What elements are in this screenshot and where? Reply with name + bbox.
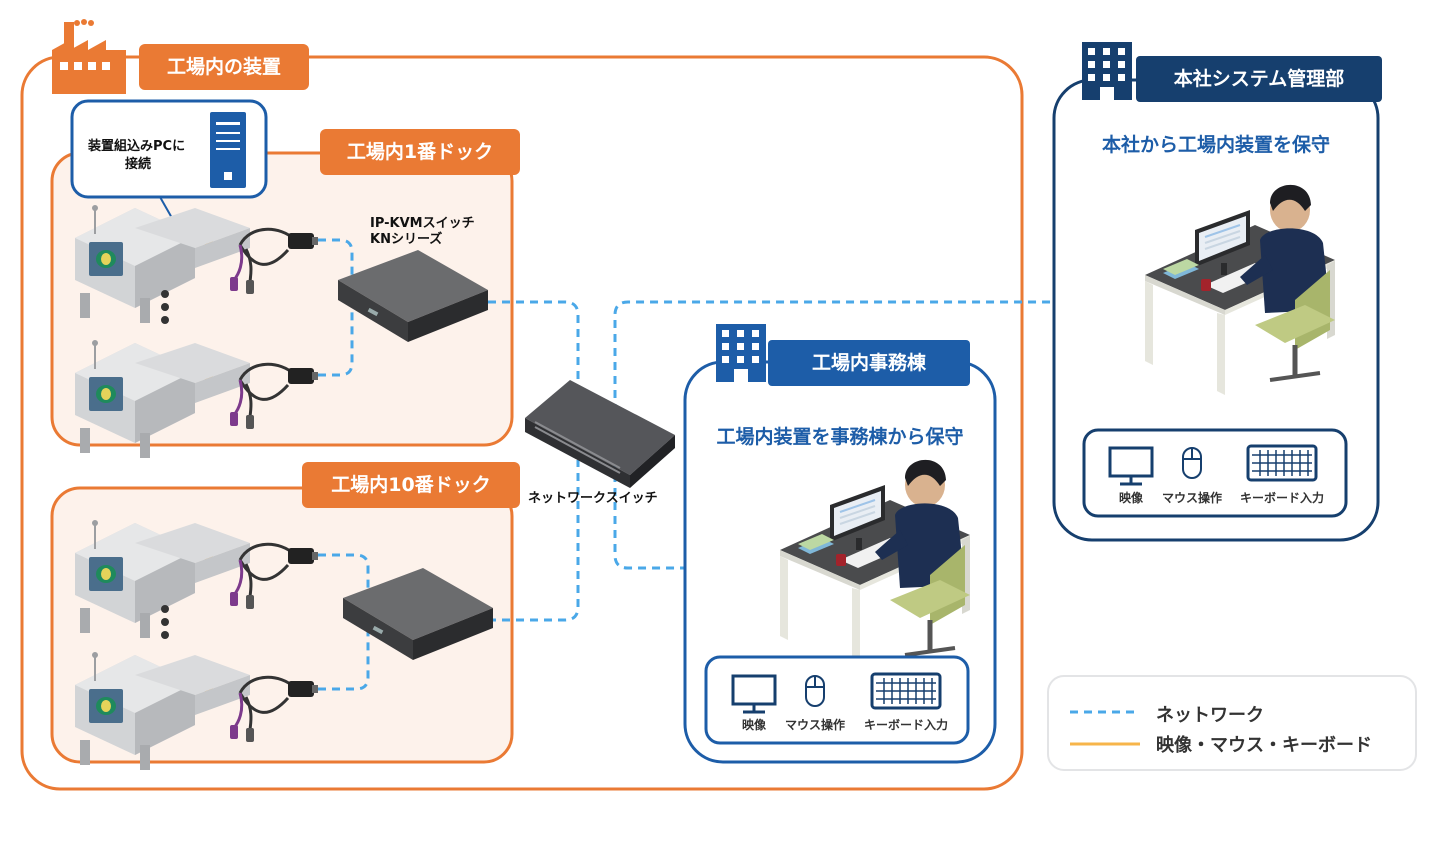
legend-network-label: ネットワーク [1156, 705, 1264, 726]
office-caption: 工場内装置を事務棟から保守 [716, 426, 964, 448]
mouse-icon [1182, 447, 1202, 479]
kvm-label-line2: KNシリーズ [370, 232, 443, 247]
network-switch-device [525, 380, 675, 488]
pc-callout-text-line1: 装置組込みPCに [88, 139, 186, 154]
hq-io-keyboard: キーボード入力 [1239, 491, 1324, 505]
hq-title: 本社システム管理部 [1136, 56, 1382, 102]
office-building-icon [716, 324, 766, 382]
hq-building-icon [1082, 42, 1132, 100]
office-io-keyboard: キーボード入力 [863, 718, 948, 732]
dock10-title: 工場内10番ドック [302, 462, 520, 508]
factory-icon [52, 19, 126, 94]
mouse-icon [805, 675, 825, 707]
office-title: 工場内事務棟 [768, 340, 970, 386]
legend-box [1047, 675, 1417, 771]
hq-io-mouse: マウス操作 [1161, 491, 1222, 505]
network-switch-label: ネットワークスイッチ [528, 491, 658, 506]
keyboard-icon [1246, 444, 1318, 482]
kvm-label-line1: IP-KVMスイッチ [370, 216, 475, 231]
office-io-video: 映像 [741, 718, 766, 732]
pc-tower-icon [210, 112, 246, 188]
keyboard-icon [870, 672, 942, 710]
ellipsis-dots [161, 290, 169, 639]
pc-callout-text-line2: 接続 [125, 157, 152, 172]
dock1-title: 工場内1番ドック [320, 129, 520, 175]
hq-caption: 本社から工場内装置を保守 [1101, 134, 1330, 156]
legend-av-label: 映像・マウス・キーボード [1156, 735, 1372, 756]
hq-io-video: 映像 [1118, 491, 1143, 505]
factory-title: 工場内の装置 [139, 44, 309, 90]
office-io-mouse: マウス操作 [784, 718, 845, 732]
